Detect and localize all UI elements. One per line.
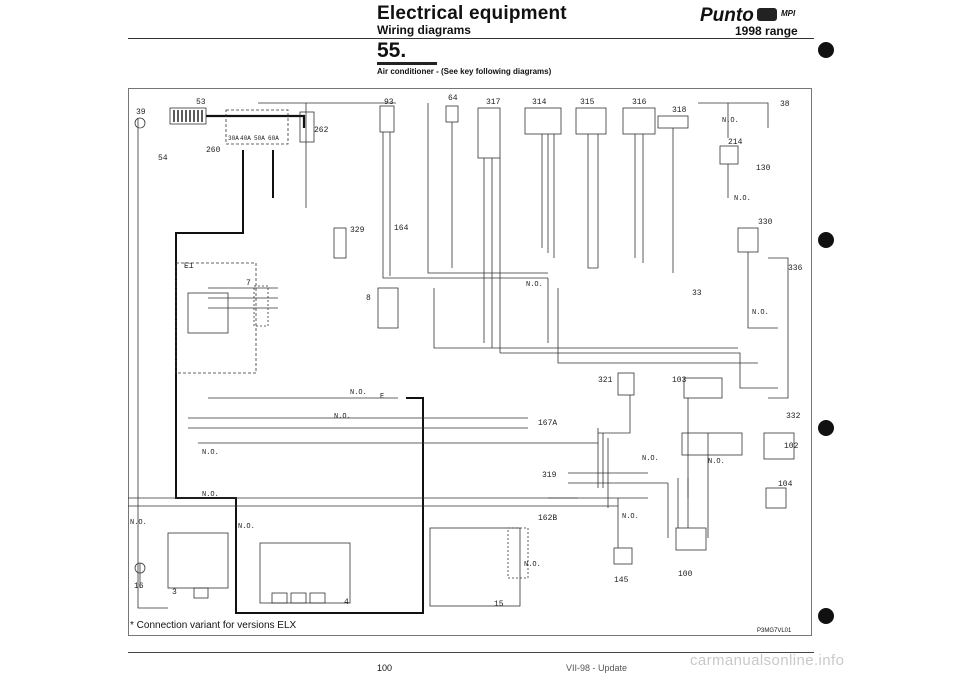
site-watermark: carmanualsonline.info bbox=[690, 652, 845, 669]
registration-dot bbox=[818, 232, 834, 248]
component-label: 321 bbox=[598, 376, 613, 385]
component-label: 93 bbox=[384, 98, 394, 107]
component-label: 329 bbox=[350, 226, 365, 235]
brand-logo-icon bbox=[757, 8, 777, 21]
wire-note: N.O. bbox=[524, 561, 541, 569]
component-label: 7 bbox=[246, 279, 251, 288]
component-label: 318 bbox=[672, 106, 687, 115]
component-label: 16 bbox=[134, 582, 144, 591]
component-label: 103 bbox=[672, 376, 687, 385]
wire-note: N.O. bbox=[334, 413, 351, 421]
component-label: 167A bbox=[538, 419, 557, 428]
wire-note: N.O. bbox=[130, 519, 147, 527]
registration-dot bbox=[818, 42, 834, 58]
component-label: 164 bbox=[394, 224, 409, 233]
section-title: Electrical equipment bbox=[377, 3, 567, 24]
wire-note: N.O. bbox=[526, 281, 543, 289]
component-label: 104 bbox=[778, 480, 793, 489]
registration-dot bbox=[818, 608, 834, 624]
component-label: 262 bbox=[314, 126, 329, 135]
component-label: 317 bbox=[486, 98, 501, 107]
component-label: 54 bbox=[158, 154, 168, 163]
component-label: 330 bbox=[758, 218, 773, 227]
component-label: 102 bbox=[784, 442, 799, 451]
fuse-label: 40A bbox=[240, 135, 251, 142]
header-divider bbox=[128, 38, 814, 39]
component-label: 33 bbox=[692, 289, 702, 298]
component-label: 8 bbox=[366, 294, 371, 303]
component-label: 39 bbox=[136, 108, 146, 117]
wire-note: N.O. bbox=[202, 449, 219, 457]
footer-divider bbox=[128, 652, 814, 653]
component-label: 15 bbox=[494, 600, 504, 609]
wire-note: N.O. bbox=[238, 523, 255, 531]
component-label: 214 bbox=[728, 138, 743, 147]
component-label: 145 bbox=[614, 576, 629, 585]
diagram-description: Air conditioner - (See key following dia… bbox=[377, 67, 552, 76]
component-label: 315 bbox=[580, 98, 595, 107]
component-label: 4 bbox=[344, 598, 349, 607]
wire-note: N.O. bbox=[202, 491, 219, 499]
wire-note: N.O. bbox=[752, 309, 769, 317]
fuse-label: 50A bbox=[254, 135, 265, 142]
wire-note: N.O. bbox=[642, 455, 659, 463]
component-label: 53 bbox=[196, 98, 206, 107]
diagram-number: 55. bbox=[377, 39, 407, 62]
wiring-diagram: 53 39 54 260 262 93 64 317 314 315 316 3… bbox=[128, 88, 812, 636]
wire-note: N.O. bbox=[708, 458, 725, 466]
component-label: E1 bbox=[184, 262, 194, 271]
figure-code: P3MG7VL01 bbox=[757, 628, 792, 634]
fuse-label: 60A bbox=[268, 135, 279, 142]
component-label: 260 bbox=[206, 146, 221, 155]
component-label: 38 bbox=[780, 100, 790, 109]
fuse-label: 30A bbox=[228, 135, 239, 142]
component-label: 162B bbox=[538, 514, 557, 523]
component-label: 3 bbox=[172, 588, 177, 597]
registration-dot bbox=[818, 420, 834, 436]
footnote: * Connection variant for versions ELX bbox=[130, 620, 297, 631]
wire-note: N.O. bbox=[622, 513, 639, 521]
page-number: 100 bbox=[377, 663, 393, 673]
component-label: 314 bbox=[532, 98, 547, 107]
component-label: 332 bbox=[786, 412, 801, 421]
diagram-number-underline bbox=[377, 62, 437, 65]
brand-suffix: MPI bbox=[781, 9, 796, 18]
wire-note: N.O. bbox=[722, 117, 739, 125]
wire-note: N.O. bbox=[734, 195, 751, 203]
ground-label: E bbox=[380, 393, 384, 401]
update-stamp: VII-98 - Update bbox=[566, 663, 628, 673]
model-range: 1998 range bbox=[735, 24, 798, 38]
component-label: 130 bbox=[756, 164, 771, 173]
section-subtitle: Wiring diagrams bbox=[377, 23, 471, 37]
component-label: 100 bbox=[678, 570, 693, 579]
wire-note: N.O. bbox=[350, 389, 367, 397]
component-label: 336 bbox=[788, 264, 803, 273]
brand-name: Punto bbox=[700, 5, 754, 26]
component-label: 319 bbox=[542, 471, 557, 480]
component-label: 64 bbox=[448, 94, 458, 103]
component-label: 316 bbox=[632, 98, 647, 107]
